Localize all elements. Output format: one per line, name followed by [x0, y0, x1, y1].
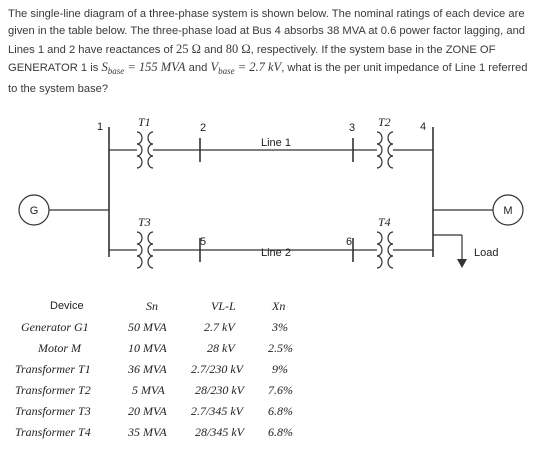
transformer-t2	[376, 131, 394, 169]
vbase-subscript: base	[218, 66, 235, 77]
bus-5-label: 5	[200, 236, 206, 248]
row-xn: 6.8%	[268, 425, 293, 439]
line1-label: Line 1	[261, 137, 291, 149]
row-xn: 9%	[272, 362, 288, 376]
load-arrow-icon	[457, 259, 467, 268]
header-vll: VL-L	[211, 299, 236, 313]
bus-2-label: 2	[200, 122, 206, 134]
sbase-value: = 155 MVA	[124, 60, 186, 75]
bus-6-label: 6	[346, 236, 352, 248]
transformer-t4	[376, 231, 394, 269]
problem-statement: The single-line diagram of a three-phase…	[8, 6, 536, 98]
row-device: Transformer T2	[15, 383, 91, 397]
problem-text-5: , what is the per unit impedance of Line…	[8, 62, 528, 95]
sbase-subscript: base	[107, 66, 125, 77]
line1-reactance: 25 Ω	[175, 41, 201, 56]
header-device: Device	[50, 300, 84, 312]
row-device: Transformer T3	[15, 404, 91, 418]
sbase-symbol: S	[101, 60, 108, 75]
load-label: Load	[474, 247, 498, 259]
row-device: Motor M	[38, 341, 81, 355]
bus-1-label: 1	[97, 121, 103, 133]
t1-label: T1	[138, 115, 151, 129]
row-device: Generator G1	[21, 320, 89, 334]
row-vll: 2.7/230 kV	[191, 362, 243, 376]
transformer-t1	[136, 131, 154, 169]
row-vll: 28/345 kV	[195, 425, 244, 439]
transformer-t3	[136, 231, 154, 269]
header-sn: Sn	[146, 299, 158, 313]
row-xn: 2.5%	[268, 341, 293, 355]
motor-label: M	[503, 205, 512, 217]
line2-reactance: 80 Ω	[225, 41, 251, 56]
bus-4-label: 4	[420, 121, 426, 133]
vbase-value: = 2.7 kV	[234, 60, 282, 75]
row-xn: 6.8%	[268, 404, 293, 418]
vbase-symbol: V	[210, 60, 219, 75]
row-sn: 35 MVA	[128, 425, 167, 439]
row-device: Transformer T1	[15, 362, 91, 376]
problem-text-1: The single-line diagram of a three-phase…	[8, 8, 526, 56]
single-line-diagram: G M Load Line 1 Line 2 1 2 3 4 5 6 T1 T2…	[18, 115, 524, 269]
generator-label: G	[30, 205, 39, 217]
t4-label: T4	[378, 215, 391, 229]
motor-symbol	[492, 194, 524, 226]
row-device: Transformer T4	[15, 425, 91, 439]
row-sn: 10 MVA	[128, 341, 167, 355]
problem-text-4: and	[185, 62, 211, 75]
t2-label: T2	[378, 115, 391, 129]
row-xn: 3%	[272, 320, 288, 334]
row-sn: 20 MVA	[128, 404, 167, 418]
bus-3-label: 3	[349, 122, 355, 134]
problem-text-2: and	[200, 43, 226, 56]
problem-text-3: , respectively. If the system base in th…	[8, 43, 496, 75]
row-vll: 28 kV	[207, 341, 235, 355]
line2-label: Line 2	[261, 247, 291, 259]
row-sn: 50 MVA	[128, 320, 167, 334]
row-xn: 7.6%	[268, 383, 293, 397]
row-vll: 28/230 kV	[195, 383, 244, 397]
t3-label: T3	[138, 215, 151, 229]
row-sn: 5 MVA	[132, 383, 165, 397]
row-sn: 36 MVA	[128, 362, 167, 376]
row-vll: 2.7 kV	[204, 320, 235, 334]
header-xn: Xn	[272, 299, 286, 313]
row-vll: 2.7/345 kV	[191, 404, 243, 418]
